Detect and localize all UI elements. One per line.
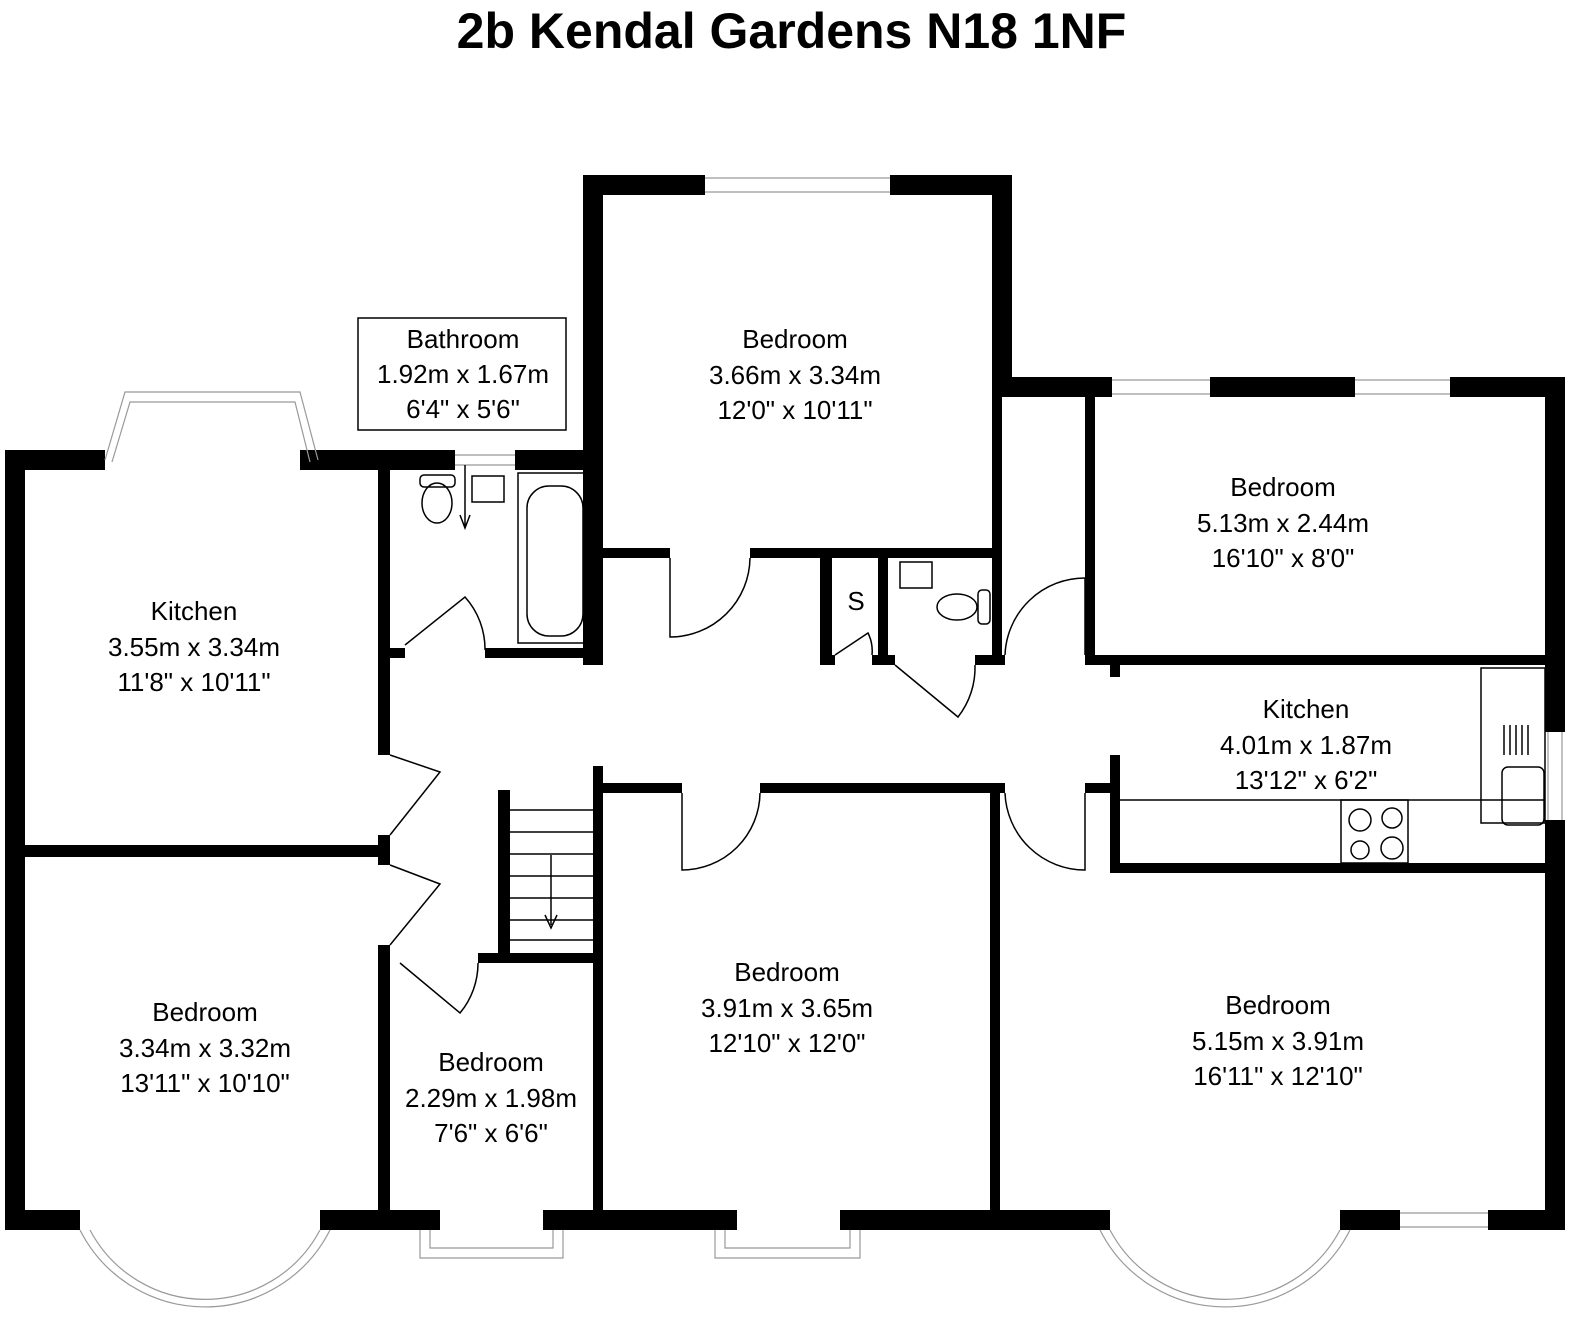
room-metric: 4.01m x 1.87m [1220,730,1392,760]
room-imperial: 16'11" x 12'10" [1193,1061,1363,1091]
room-imperial: 13'12" x 6'2" [1235,765,1378,795]
room-imperial: 12'10" x 12'0" [708,1028,865,1058]
room-metric: 1.92m x 1.67m [377,359,549,389]
room-imperial: 7'6" x 6'6" [434,1118,548,1148]
room-name: Bedroom [1230,472,1336,502]
room-imperial: 16'10" x 8'0" [1212,543,1355,573]
floorplan-title: 2b Kendal Gardens N18 1NF [456,3,1127,59]
doors [389,557,1086,1015]
room-metric: 3.66m x 3.34m [709,360,881,390]
room-imperial: 12'0" x 10'11" [717,395,872,425]
room-name: Kitchen [151,596,238,626]
room-metric: 5.15m x 3.91m [1192,1026,1364,1056]
room-name: Bedroom [742,324,848,354]
room-name: Bedroom [1225,990,1331,1020]
room-name: Bedroom [438,1047,544,1077]
room-name: Kitchen [1263,694,1350,724]
room-imperial: 13'11" x 10'10" [120,1068,290,1098]
room-metric: 3.55m x 3.34m [108,632,280,662]
room-name: Bedroom [734,957,840,987]
bathroom-label-box [357,317,567,431]
room-name: Bathroom [407,324,520,354]
room-imperial: 6'4" x 5'6" [406,394,520,424]
fixtures [419,465,1546,864]
room-labels: Bathroom 1.92m x 1.67m 6'4" x 5'6" Bedro… [108,324,1392,1148]
room-metric: 2.29m x 1.98m [405,1083,577,1113]
room-imperial: 11'8" x 10'11" [117,667,270,697]
room-metric: 3.34m x 3.32m [119,1033,291,1063]
room-name: Bedroom [152,997,258,1027]
room-metric: 5.13m x 2.44m [1197,508,1369,538]
stairs [510,809,593,941]
room-metric: 3.91m x 3.65m [701,993,873,1023]
windows [79,177,1563,1308]
walls [5,175,1565,1230]
storage-cupboard-label: S [847,586,864,616]
